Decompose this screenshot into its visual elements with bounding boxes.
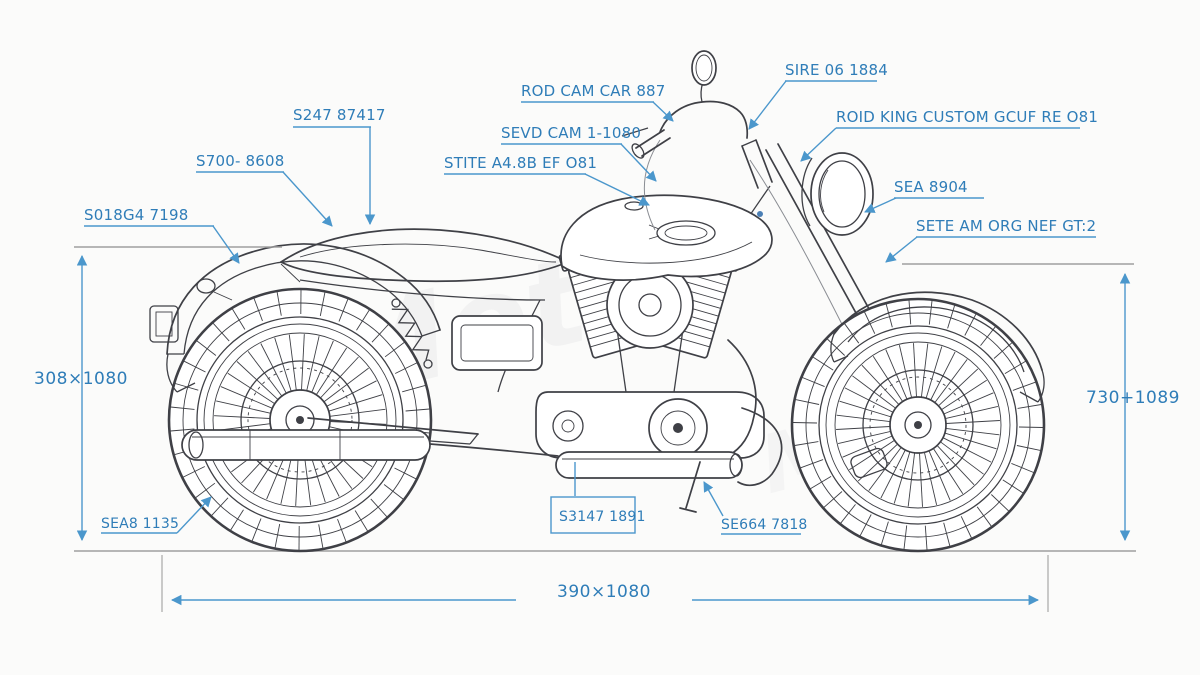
callout-rod-cam: ROD CAM CAR 887 xyxy=(521,82,666,100)
brake-caliper xyxy=(850,447,888,479)
motorcycle-line-art xyxy=(149,50,1046,553)
front-fender xyxy=(830,291,1045,403)
exhaust xyxy=(181,339,757,479)
grip xyxy=(631,143,645,159)
handlebar xyxy=(621,50,749,159)
tank-emblem xyxy=(656,220,716,246)
callout-se664: SE664 7818 xyxy=(721,517,808,533)
headlight xyxy=(801,152,874,236)
swingarm-cap xyxy=(469,433,479,445)
callout-s3147: S3147 1891 xyxy=(559,509,646,525)
front-fork xyxy=(643,139,925,417)
fuel-tank xyxy=(560,194,773,281)
front-wheel xyxy=(790,297,1046,553)
frame-joint xyxy=(280,263,301,283)
callout-sea: SEA 8904 xyxy=(894,178,968,196)
tail-light xyxy=(149,305,179,343)
callout-leaders xyxy=(84,80,1096,535)
dim-height-right: 730+1089 xyxy=(1086,388,1180,408)
dim-length-bottom: 390×1080 xyxy=(557,582,651,602)
frame-seat-rail xyxy=(299,279,546,301)
dim-height-left: 308×1080 xyxy=(34,369,128,389)
callout-box xyxy=(550,496,636,534)
callout-s018: S018G4 7198 xyxy=(84,206,188,224)
turn-signal xyxy=(196,278,216,294)
callout-labels: S247 87417 S700- 8608 S018G4 7198 ROD CA… xyxy=(84,61,1098,533)
rear-wheel xyxy=(167,287,433,553)
callout-sire: SIRE 06 1884 xyxy=(785,61,888,79)
side-cover xyxy=(451,315,543,371)
callout-stite: STITE A4.8B EF O81 xyxy=(444,154,597,172)
callout-roid-king: ROID KING CUSTOM GCUF RE O81 xyxy=(836,108,1098,126)
swingarm xyxy=(307,417,479,435)
muffler-rear xyxy=(181,429,431,461)
fuel-cap xyxy=(624,201,644,211)
seat xyxy=(280,228,569,283)
muffler-front xyxy=(555,451,743,479)
crash-bar xyxy=(737,407,783,487)
kickstand xyxy=(685,461,701,509)
callout-sea8: SEA8 1135 xyxy=(101,516,179,532)
callout-sevd-cam: SEVD CAM 1-1080 xyxy=(501,124,641,142)
rear-shock xyxy=(391,298,433,369)
clutch-lever xyxy=(621,127,649,137)
callout-s247: S247 87417 xyxy=(293,106,386,124)
callout-s700: S700- 8608 xyxy=(196,152,285,170)
dimension-lines: 308×1080 730+1089 390×1080 xyxy=(34,246,1180,612)
callout-sete: SETE AM ORG NEF GT:2 xyxy=(916,217,1096,235)
